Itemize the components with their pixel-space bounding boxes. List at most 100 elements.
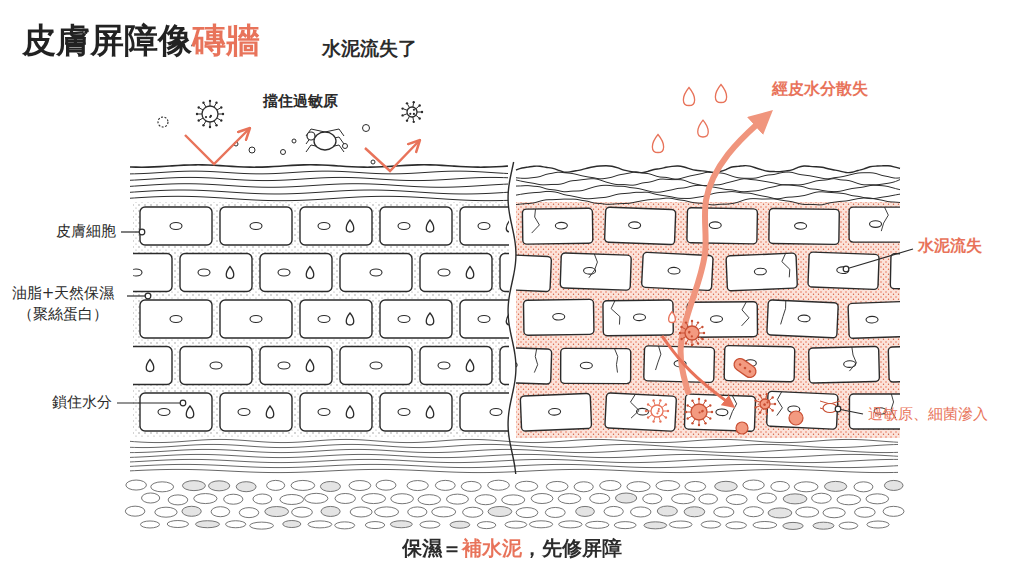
- deep-cell: [699, 494, 718, 504]
- germ-spike-tip: [645, 410, 647, 412]
- germ-dot: [688, 331, 690, 333]
- water-droplet: [186, 406, 194, 418]
- cell-nucleus: [844, 361, 856, 368]
- leader-dot: [835, 406, 841, 412]
- leader-lines: [117, 229, 913, 414]
- germ-spike-tip: [685, 321, 687, 323]
- cell-nucleus: [870, 221, 882, 228]
- skin-cell-brick: [460, 393, 509, 431]
- water-droplet: [466, 267, 474, 279]
- skin-cell-brick: [300, 393, 372, 431]
- cracked-brick: [523, 299, 593, 335]
- mortar: [133, 202, 509, 438]
- deep-cell: [812, 493, 832, 503]
- deep-cell: [590, 493, 610, 503]
- deep-cell: [657, 506, 677, 516]
- cell-nucleus: [555, 222, 567, 229]
- germ-spike-tip: [220, 119, 222, 121]
- callout-label: 水泥流失: [918, 236, 982, 257]
- water-droplet: [426, 406, 434, 418]
- cell-nucleus: [398, 316, 410, 323]
- deep-cell: [265, 507, 289, 517]
- cell-nucleus: [709, 222, 721, 229]
- germ-dot: [766, 401, 768, 403]
- cell-nucleus: [158, 409, 170, 416]
- germ-icon: [196, 100, 224, 128]
- lost-water-droplet: [698, 120, 709, 137]
- deep-cell: [794, 482, 818, 492]
- germ-icon: [645, 399, 669, 422]
- deep-cell: [615, 493, 636, 503]
- deep-cell: [335, 493, 355, 503]
- cell-nucleus: [478, 223, 490, 230]
- germ-spike-tip: [665, 416, 667, 418]
- cell-nucleus: [438, 362, 450, 369]
- deep-cell: [291, 480, 315, 490]
- mite-body: [314, 132, 336, 150]
- cell-nucleus: [250, 316, 262, 323]
- deep-cell: [140, 521, 159, 528]
- deep-cell: [432, 507, 456, 517]
- crack-line: [656, 346, 662, 370]
- blocked-allergens: [158, 100, 423, 171]
- germ-spike-tip: [704, 422, 706, 424]
- germ-spike-tip: [647, 416, 649, 418]
- germ-spike-tip: [685, 411, 687, 413]
- deep-cell: [253, 494, 272, 504]
- deep-cell: [883, 506, 904, 516]
- dermis-line: [130, 444, 898, 447]
- damaged-wall: [480, 202, 961, 438]
- deep-cell: [463, 507, 483, 517]
- deep-cell: [516, 508, 538, 518]
- leader-line: [838, 409, 863, 414]
- skin-cell-brick: [500, 347, 509, 385]
- germ-body: [407, 107, 417, 117]
- leader-line: [846, 249, 913, 269]
- deep-cell: [824, 481, 846, 491]
- germ-dot: [205, 116, 207, 118]
- rod-dot: [748, 370, 752, 374]
- deep-cell: [475, 495, 496, 505]
- water-droplet: [306, 360, 314, 372]
- deep-cell: [743, 480, 764, 490]
- deep-cell: [477, 522, 495, 529]
- deep-cell: [545, 507, 565, 517]
- stratum-line: [130, 165, 508, 167]
- deep-cell: [418, 495, 441, 505]
- allergen-particle: [371, 160, 375, 164]
- germ-spike-tip: [709, 404, 711, 406]
- cracked-brick: [687, 208, 758, 244]
- deep-cell: [488, 480, 510, 490]
- stratum-line: [130, 196, 508, 200]
- crack-line: [534, 349, 538, 373]
- cell-nucleus: [798, 315, 810, 322]
- cracked-brick: [724, 346, 795, 382]
- germ-spike-tip: [759, 394, 761, 396]
- leader-line: [117, 402, 183, 403]
- deep-cell: [142, 493, 160, 503]
- skin-cell-brick: [560, 253, 631, 290]
- deep-cell: [151, 482, 174, 492]
- deep-cell: [768, 508, 792, 518]
- water-droplet: [506, 220, 509, 232]
- cell-nucleus: [668, 267, 680, 274]
- allergen-particle: [343, 144, 348, 149]
- cell-nucleus: [170, 316, 182, 323]
- cell-nucleus: [210, 362, 222, 369]
- germ-spike-tip: [215, 102, 217, 104]
- cell-nucleus: [318, 316, 330, 323]
- germ-spike-tip: [406, 102, 408, 104]
- stratum-line-damaged: [516, 166, 900, 173]
- cracked-brick: [605, 393, 677, 431]
- deep-cell: [586, 521, 609, 528]
- deep-cell: [182, 506, 201, 516]
- cracked-brick: [888, 345, 900, 382]
- deep-cell: [226, 521, 246, 528]
- skin-cell-brick: [260, 347, 332, 385]
- deep-cell: [267, 480, 285, 490]
- callout-label: 水泥流失了: [322, 36, 417, 61]
- deep-cell: [335, 522, 355, 529]
- deep-cell: [743, 507, 763, 517]
- deep-cell: [435, 480, 455, 490]
- deep-cell: [126, 480, 147, 490]
